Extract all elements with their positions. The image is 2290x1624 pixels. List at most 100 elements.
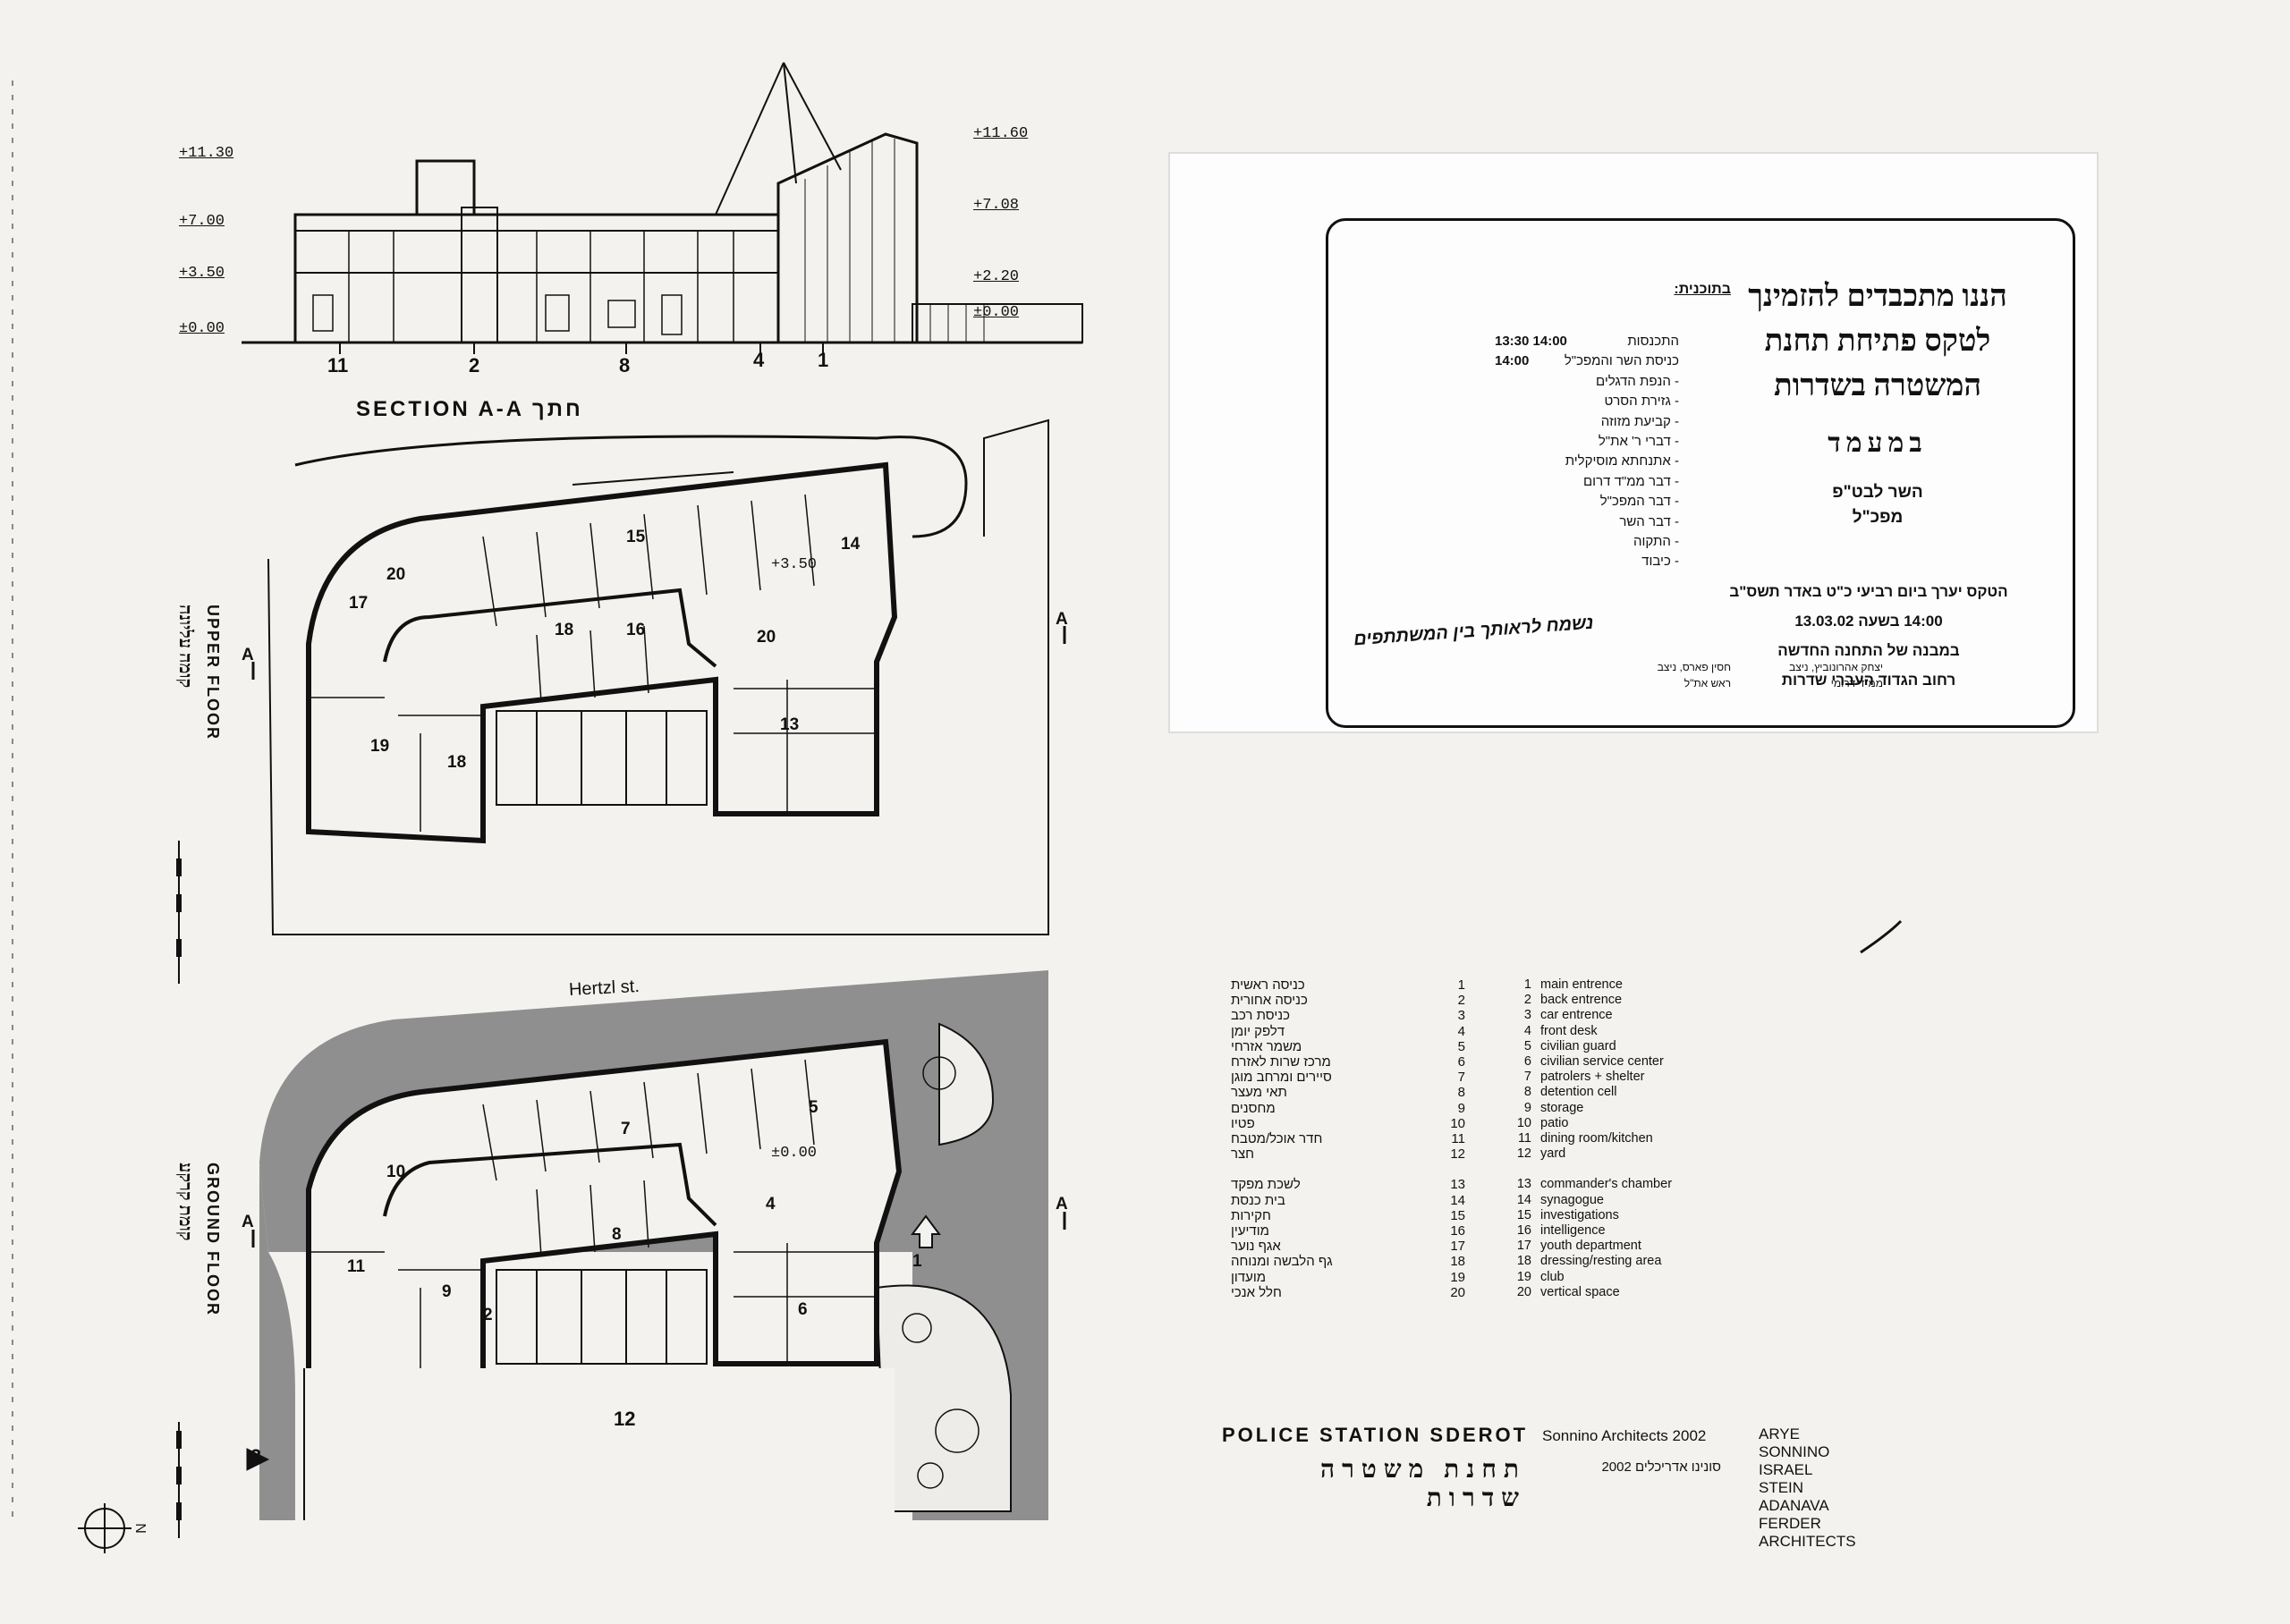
program-item: - דברי ר' את"ל [1598,434,1679,450]
room-number: 6 [798,1300,808,1319]
legend-number: 10 [1450,1115,1465,1131]
legend-label-hebrew: חקירות [1231,1207,1271,1223]
room-number: 16 [626,621,646,639]
architect-name: ADANAVA FERDER [1759,1497,1828,1532]
room-number: 17 [349,594,369,613]
project-title-hebrew: תחנת משטרה שדרות [1319,1456,1526,1512]
legend-label: investigations [1540,1207,1619,1222]
architects-list: ARYE SONNINO ISRAEL STEIN ADANAVA FERDER… [1759,1425,1856,1551]
legend-number: 1 [1523,977,1531,992]
section-level-right: +7.08 [973,197,1020,214]
section-level-left: +3.50 [179,265,225,282]
legend-label: yard [1540,1146,1566,1162]
legend-number: 12 [1450,1146,1465,1163]
legend-number: 7 [1457,1070,1465,1086]
program-list: התכנסות כניסת השר והמפכ"ל - הנפת הדגלים … [1565,332,1679,572]
program-item: - דבר ממ"ד דרום [1583,473,1679,489]
signatory-left: יצחק אהרונוביץ, ניצב ממ"ד דרומי [1758,659,1883,691]
legend-number: 20 [1516,1284,1531,1299]
legend-number: 13 [1516,1177,1531,1192]
legend-label-hebrew: חדר אוכל/מטבח [1231,1131,1323,1147]
section-marker: A [1056,610,1068,629]
section-level-right: ±0.00 [973,304,1020,321]
legend-label: patio [1540,1115,1569,1130]
legend-label: patrolers + shelter [1540,1070,1645,1085]
program-item: כניסת השר והמפכ"ל [1564,353,1679,369]
legend-number: 6 [1523,1054,1531,1070]
invitation-frame: הננו מתכבדים להזמינך לטקס פתיחת תחנת המש… [1326,218,2075,728]
floor-level: +3.50 [771,556,818,573]
program-item: התכנסות [1627,334,1679,349]
legend-number: 7 [1523,1070,1531,1085]
invitation-details: הטקס יערך ביום רביעי כ"ט באדר תשס"ב 14:0… [1690,577,2048,695]
invitation-status: במעמד [1828,428,1928,458]
signatory-right: חסין פארס, ניצב ראש את"ל [1606,659,1731,691]
legend-label: civilian service center [1540,1054,1664,1070]
detail-line: הטקס יערך ביום רביעי כ"ט באדר תשס"ב [1729,583,2008,600]
section-a-a [242,62,1083,354]
project-title: POLICE STATION SDEROT [1222,1424,1529,1446]
program-item: - דבר השר [1619,513,1679,529]
legend-number: 13 [1450,1177,1465,1193]
room-number: 18 [447,753,467,772]
section-marker: A [242,1213,254,1231]
section-axis-number: 8 [619,354,631,376]
ground-floor-label-en: GROUND FLOOR [204,1163,222,1316]
section-axis-number: 2 [469,354,480,376]
program-heading: בתוכנית: [1674,282,1731,297]
room-number: 19 [370,737,390,756]
architect-name: ARCHITECTS [1759,1533,1856,1550]
legend-label: commander's chamber [1540,1177,1673,1192]
invitation-greeting: נשמח לראותך בין המשתתפים [1353,613,1595,650]
legend-number: 1 [1457,977,1465,993]
legend-number: 9 [1457,1100,1465,1116]
room-number: 8 [612,1225,622,1244]
legend-number: 11 [1451,1131,1465,1147]
legend-label-hebrew: חלל אנכי [1231,1284,1282,1300]
legend-label-hebrew: מועדון [1231,1269,1267,1285]
detail-line: רחוב הגדוד העברי שדרות [1781,672,1956,689]
upper-floor-label: UPPER FLOOR [203,605,222,740]
room-number: 15 [626,528,646,546]
legend-label-hebrew: מחסנים [1231,1100,1276,1116]
invitation-officials: השר לבט"פ מפכ"ל [1708,480,2048,530]
legend-number: 4 [1523,1023,1531,1038]
legend-label-hebrew: כניסה ראשית [1231,977,1305,993]
legend-number: 3 [1523,1008,1531,1023]
room-number: 4 [766,1195,776,1214]
legend-row-hebrew: מחסנים 9 [1231,1101,1465,1116]
section-axis-number: 1 [818,349,829,371]
legend-row: 6 civilian service center [1508,1054,1672,1070]
legend-label: civilian guard [1540,1038,1616,1053]
architect-name: ARYE SONNINO [1759,1425,1830,1460]
legend-row: 7 patrolers + shelter [1508,1070,1672,1085]
ground-floor-label-he: קומת קרקע [175,1163,195,1241]
invitation-heading-line: המשטרה בשדרות [1773,369,1982,402]
legend-label-hebrew: דלפק יומן [1231,1023,1285,1039]
legend-number: 19 [1516,1269,1531,1284]
legend-label-hebrew: בית כנסת [1231,1192,1285,1208]
legend-label: synagogue [1540,1192,1604,1207]
section-level-left: +11.30 [179,145,234,162]
legend-label-hebrew: תאי מעצר [1231,1085,1287,1101]
ground-floor-plan [176,970,1066,1538]
room-number: 20 [757,628,776,647]
section-marker: A [1056,1195,1068,1214]
room-number: 11 [347,1257,366,1276]
legend-gap [1231,1162,1465,1177]
